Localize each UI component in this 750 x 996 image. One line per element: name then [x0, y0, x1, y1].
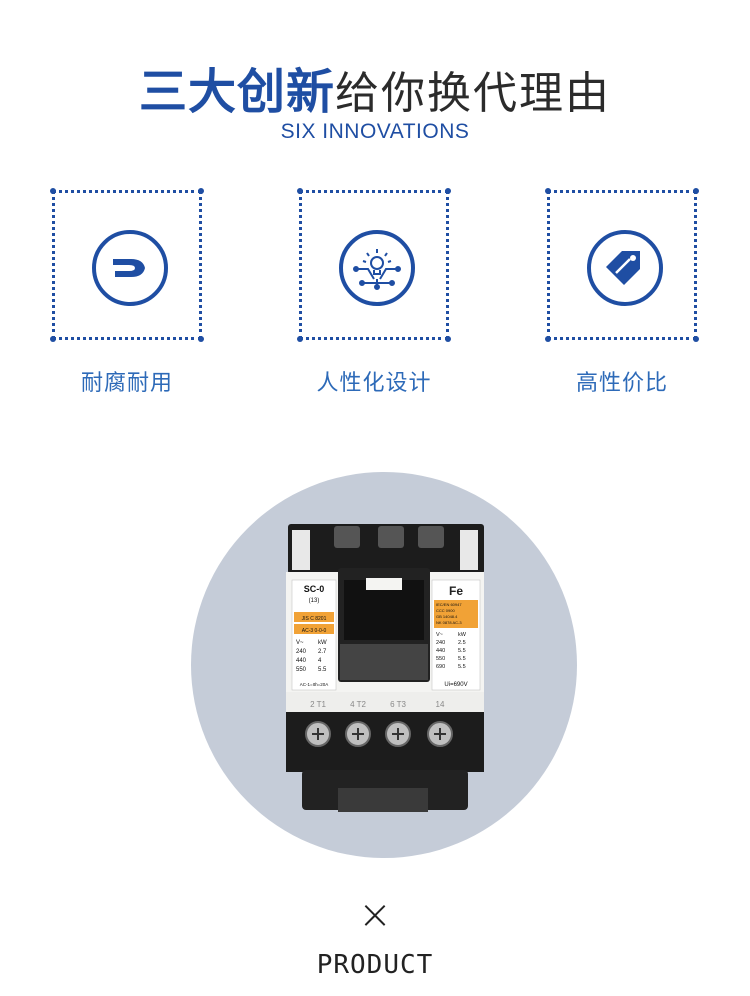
product-model-sub: (13) [309, 598, 320, 604]
hand-arrow-icon [92, 230, 168, 306]
feature-label-durable: 耐腐耐用 [80, 371, 173, 396]
terminal-label: 2 T1 [310, 700, 326, 709]
rating-table-cell: 550 [436, 656, 445, 662]
rating-table-cell: 550 [296, 667, 307, 673]
product-right-footer: Ui=690V [444, 682, 467, 688]
rating-table-cell: 240 [296, 649, 307, 655]
rating-table-header: V~ [436, 632, 443, 638]
feature-label-design: 人性化设计 [316, 371, 432, 396]
terminal-label: 14 [436, 700, 445, 709]
rating-table-cell: 5.5 [318, 667, 327, 673]
title-bold: 三大创新 [138, 64, 335, 120]
cert-line: CCC 0900 [436, 608, 455, 613]
page-title: 三大创新给你换代理由 [0, 52, 750, 122]
rating-table-cell: 5.5 [458, 664, 466, 670]
product-category: AC-3 0-0-0 [302, 628, 327, 634]
feature-card-design [297, 188, 451, 342]
product-left-footer: AC-1=Ith=20A [300, 682, 329, 687]
rating-table-header: kW [458, 632, 467, 638]
rating-table-header: V~ [296, 640, 304, 646]
times-symbol: × [358, 892, 392, 938]
subtitle: SIX INNOVATIONS [280, 120, 470, 143]
rating-table-cell: 440 [296, 658, 307, 664]
price-tag-icon [587, 230, 663, 306]
contactor-product-image: SC-0 (13) JIS C 8201 AC-3 0-0-0 V~ kW 240 2… [286, 524, 484, 812]
rating-table-cell: 4 [318, 658, 322, 664]
terminal-label: 6 T3 [390, 700, 406, 709]
rating-table-cell: 5.5 [458, 648, 466, 654]
lightbulb-network-icon [339, 230, 415, 306]
product-label: PRODUCT [316, 950, 434, 980]
rating-table-cell: 2.7 [318, 649, 327, 655]
rating-table-cell: 5.5 [458, 656, 466, 662]
rating-table-cell: 240 [436, 640, 445, 646]
product-brand: Fe [449, 584, 463, 598]
product-model: SC-0 [304, 584, 325, 594]
feature-card-durable [50, 188, 204, 342]
product-standard: JIS C 8201 [302, 616, 327, 622]
feature-card-value [545, 188, 699, 342]
terminal-label: 4 T2 [350, 700, 366, 709]
rating-table-header: kW [318, 640, 327, 646]
rating-table-cell: 690 [436, 664, 445, 670]
rating-table-cell: 440 [436, 648, 445, 654]
cert-line: GB 14048.4 [436, 614, 458, 619]
rating-table-cell: 2.5 [458, 640, 466, 646]
title-light: 给你换代理由 [335, 68, 611, 119]
feature-label-value: 高性价比 [575, 371, 668, 396]
cert-line: IEC/EN 60947 [436, 602, 462, 607]
cert-line: NK 0878 AC-3 [436, 620, 462, 625]
